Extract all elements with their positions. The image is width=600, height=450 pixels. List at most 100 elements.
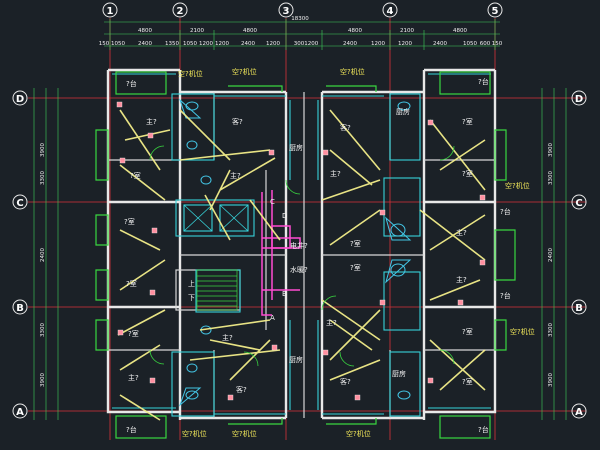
svg-text:3300: 3300: [548, 171, 554, 185]
top-dimension-lines: [104, 19, 500, 50]
label-elec-well: 电井?: [290, 241, 308, 250]
dim-top-6: 4800: [453, 28, 467, 34]
side-dimension-lines: [33, 88, 567, 420]
junction-markers: [116, 101, 486, 401]
svg-text:D: D: [575, 94, 583, 105]
axis-bubble-col-1: 1: [102, 2, 118, 18]
svg-text:3900: 3900: [548, 143, 554, 157]
svg-text:B: B: [575, 303, 583, 314]
svg-text:2400: 2400: [548, 248, 554, 262]
dim-top-4: 4800: [348, 28, 362, 34]
svg-text:3300: 3300: [40, 171, 46, 185]
svg-text:1350: 1350: [165, 41, 179, 47]
door-swings: [149, 145, 455, 367]
dim-top-5: 2100: [400, 28, 414, 34]
axis-bubble-row-c-right: C: [571, 194, 587, 210]
dim-top-3: 4800: [243, 28, 257, 34]
axis-bubble-col-3: 3: [278, 2, 294, 18]
svg-text:3900: 3900: [40, 143, 46, 157]
label-ac-bc1: 空?机位: [232, 429, 257, 438]
label-sun-room-tl: ?台: [126, 79, 137, 88]
svg-text:3001200: 3001200: [294, 41, 319, 47]
label-master-r1: 主?: [456, 228, 467, 237]
label-kitchen-t: 厨房: [289, 143, 303, 152]
svg-text:2: 2: [177, 6, 184, 17]
svg-text:1200: 1200: [398, 41, 412, 47]
svg-text:2400: 2400: [241, 41, 255, 47]
svg-text:1050: 1050: [111, 41, 125, 47]
cyan-finish-lines: [112, 73, 491, 417]
svg-text:1200: 1200: [266, 41, 280, 47]
label-master-c2: 主?: [326, 318, 337, 327]
label-bed-r4: ?室: [462, 377, 473, 386]
svg-text:D: D: [16, 94, 24, 105]
label-bed-r1: ?室: [462, 117, 473, 126]
row-axis-bubbles-right: D C B A: [571, 90, 587, 419]
exterior-walls: [106, 68, 497, 420]
label-master-c4: 主?: [222, 333, 233, 342]
axis-bubble-row-d-right: D: [571, 90, 587, 106]
label-pipe-well: 水暖?: [290, 265, 308, 274]
svg-text:1050: 1050: [183, 41, 197, 47]
label-master-c3: 主?: [230, 171, 241, 180]
letter-c: C: [270, 198, 275, 206]
label-bed-r3: ?室: [462, 327, 473, 336]
svg-text:2400: 2400: [138, 41, 152, 47]
letter-d: D: [282, 212, 287, 220]
svg-text:3900: 3900: [548, 373, 554, 387]
svg-text:3300: 3300: [548, 323, 554, 337]
svg-text:2400: 2400: [343, 41, 357, 47]
label-ac-tl: 空?机位: [178, 69, 203, 78]
svg-text:5: 5: [492, 6, 499, 17]
dim-overall: 18300: [291, 16, 309, 22]
label-kitchen-r2: 厨房: [392, 369, 406, 378]
svg-text:A: A: [16, 407, 24, 418]
label-ac-tc1: 空?机位: [232, 67, 257, 76]
label-bed-l3: ?室: [126, 279, 137, 288]
svg-text:1200: 1200: [199, 41, 213, 47]
stairwell: [196, 269, 238, 311]
label-living-t2: 客?: [340, 123, 351, 132]
svg-text:600: 600: [480, 41, 491, 47]
svg-text:2400: 2400: [433, 41, 447, 47]
green-balcony-lines: [95, 71, 516, 439]
axis-bubble-row-a-right: A: [571, 403, 587, 419]
svg-text:1200: 1200: [371, 41, 385, 47]
label-living-t1: 客?: [232, 117, 243, 126]
label-ac-tc2: 空?机位: [340, 67, 365, 76]
letter-a: A: [270, 314, 275, 322]
label-bed-c1: ?室: [350, 239, 361, 248]
axis-bubble-row-b-left: B: [12, 299, 28, 315]
label-master-c1: 主?: [330, 169, 341, 178]
label-stair-up: 上: [188, 279, 195, 288]
label-sun-room-bl: ?台: [126, 425, 137, 434]
elevator-shafts: [183, 204, 249, 232]
column-axis-bubbles: 1 2 3 4 5: [102, 2, 503, 18]
svg-text:1: 1: [107, 6, 114, 17]
label-master-r2: 主?: [456, 275, 467, 284]
room-labels: ?台 ?台 ?台 ?台 主? 主? 主? 主? ?室 ?室 ?室 ?室 ?室 ?…: [124, 67, 535, 438]
left-dimension-texts: 3900 3300 2400 3300 3900: [40, 143, 46, 387]
top-dimension-texts: 18300 4800 2100 4800 4800 2100 4800 150 …: [99, 16, 503, 47]
letter-b: B: [282, 290, 287, 298]
svg-text:3300: 3300: [40, 323, 46, 337]
svg-text:1050: 1050: [463, 41, 477, 47]
pink-shaft-outline: [261, 190, 301, 316]
svg-text:150: 150: [99, 41, 110, 47]
label-living-b2: 客?: [340, 377, 351, 386]
svg-text:3: 3: [283, 6, 290, 17]
label-ac-bl: 空?机位: [182, 429, 207, 438]
label-living-b1: 客?: [236, 385, 247, 394]
label-master-bl: 主?: [128, 373, 139, 382]
svg-text:C: C: [575, 198, 582, 209]
label-kitchen-r1: 厨房: [396, 107, 410, 116]
svg-text:150: 150: [492, 41, 503, 47]
label-stair-down: 下: [188, 294, 195, 302]
axis-bubble-row-d-left: D: [12, 90, 28, 106]
label-master-tl: 主?: [146, 117, 157, 126]
label-ac-r1: 空?机位: [505, 181, 530, 190]
label-kitchen-b: 厨房: [289, 355, 303, 364]
dim-top-2: 2100: [190, 28, 204, 34]
